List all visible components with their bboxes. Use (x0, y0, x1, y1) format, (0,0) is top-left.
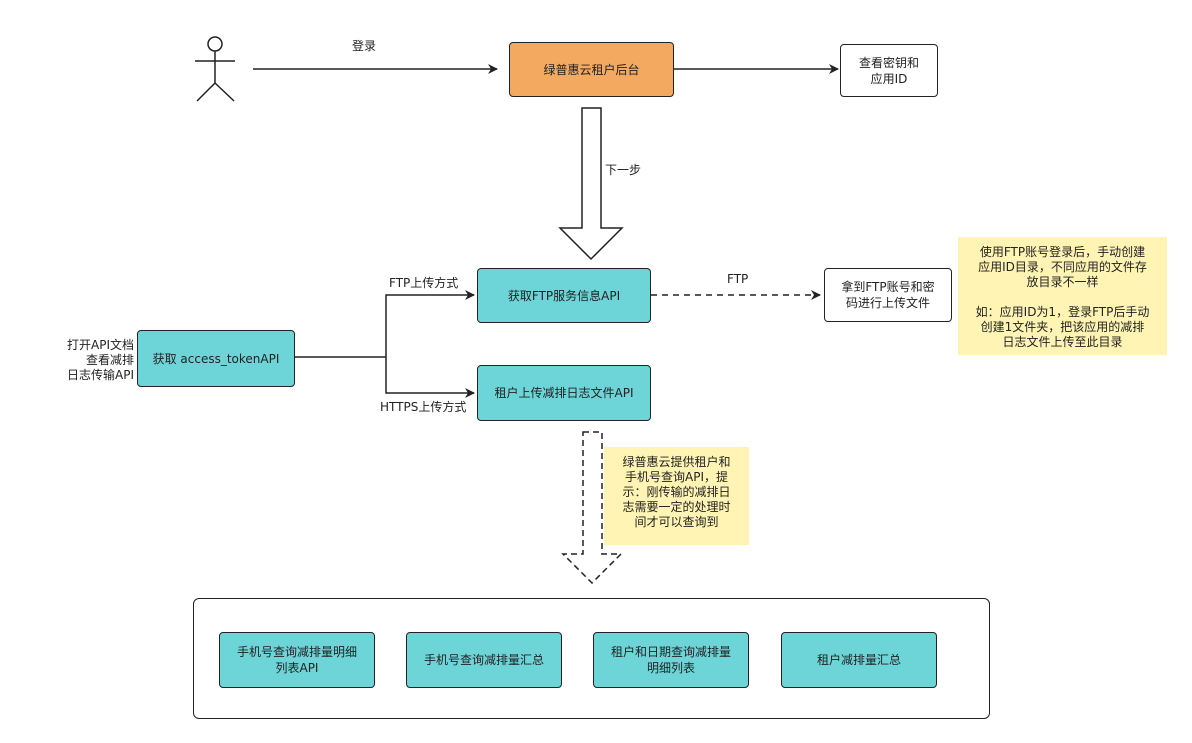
open-doc-label: 打开API文档 查看减排 日志传输API (67, 338, 134, 382)
branch-to-ftp-arrow (385, 290, 475, 357)
branch-to-https-arrow (385, 357, 475, 398)
query-api-phone-summary[interactable]: 手机号查询减排量汇总 (406, 632, 562, 688)
ftp-upload-way-label: FTP上传方式 (389, 276, 459, 290)
login-label: 登录 (352, 39, 377, 53)
view-key-node[interactable]: 查看密钥和 应用ID (840, 44, 938, 97)
upload-log-node[interactable]: 租户上传减排日志文件API (477, 365, 651, 421)
next-step-block-arrow (558, 107, 624, 261)
backend-node[interactable]: 绿普惠云租户后台 (509, 42, 674, 97)
query-dashed-block-arrow (561, 431, 623, 585)
ftp-edge-label: FTP (727, 272, 749, 286)
query-api-tenant-date-detail[interactable]: 租户和日期查询减排量 明细列表 (593, 632, 749, 688)
query-note: 绿普惠云提供租户和 手机号查询API，提 示：刚传输的减排日 志需要一定的处理时… (604, 447, 749, 545)
next-step-label: 下一步 (605, 163, 642, 177)
get-ftp-info-node[interactable]: 获取FTP服务信息API (477, 268, 651, 323)
https-upload-way-label: HTTPS上传方式 (380, 400, 467, 414)
get-token-node[interactable]: 获取 access_tokenAPI (137, 330, 295, 387)
ftp-account-node[interactable]: 拿到FTP账号和密 码进行上传文件 (824, 268, 952, 322)
user-actor-icon (195, 36, 235, 102)
query-api-tenant-summary[interactable]: 租户减排量汇总 (781, 632, 937, 688)
query-api-phone-detail[interactable]: 手机号查询减排量明细 列表API (219, 632, 375, 688)
ftp-note: 使用FTP账号登录后，手动创建 应用ID目录，不同应用的文件存 放目录不一样 如… (958, 237, 1167, 355)
